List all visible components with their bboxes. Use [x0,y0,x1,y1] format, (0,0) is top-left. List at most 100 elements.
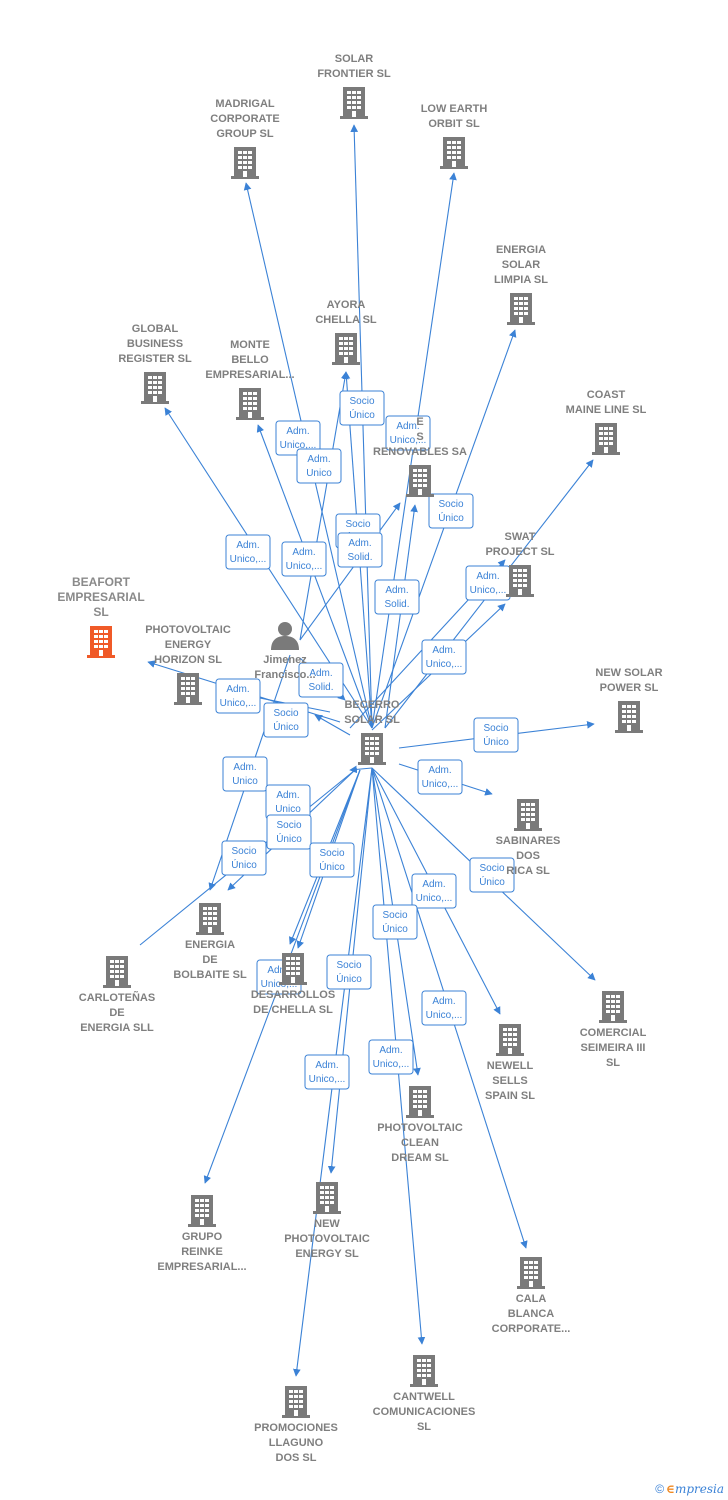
relation-edge [371,329,517,729]
relation-tag[interactable]: Adm.Unico,... [465,565,511,601]
relation-tag[interactable]: Adm.Solid. [298,662,344,698]
node-label: GRUPO [182,1231,223,1243]
node-label: ENERGIA SLL [80,1022,154,1034]
relation-tag-text: Socio [273,708,298,719]
relation-tag-text: Adm. [226,684,249,695]
node-label: DOS SL [276,1452,317,1464]
relation-tag[interactable]: Adm.Unico,... [417,759,463,795]
relation-tag-box [421,990,467,1026]
node-label: SABINARES [496,835,561,847]
relation-tag-text: Socio [349,396,374,407]
building-icon [440,137,468,169]
building-icon [507,293,535,325]
relation-tag[interactable]: Adm.Unico [296,448,342,484]
node-label: MADRIGAL [215,98,275,110]
building-icon [332,333,360,365]
relation-tags-layer: SocioÚnicoAdm.Unico,...Adm.Unico,...Adm.… [215,390,519,1090]
relation-tag[interactable]: Adm.Unico,... [215,678,261,714]
building-icon [236,388,264,420]
relation-tag[interactable]: Adm.Unico,... [368,1039,414,1075]
node-reinke[interactable]: GRUPOREINKEEMPRESARIAL... [157,1195,247,1273]
relation-tag[interactable]: Adm.Unico,... [304,1054,350,1090]
relation-tag-text: Socio [382,910,407,921]
relation-tag-text: Unico [232,776,258,787]
node-person[interactable]: JimenezFrancisco... [254,622,316,681]
node-monte[interactable]: MONTEBELLOEMPRESARIAL... [205,339,295,420]
node-label: SWAT [505,531,536,543]
building-icon [406,1086,434,1118]
node-label: BEAFORT [72,575,131,589]
building-icon [410,1355,438,1387]
relation-tag[interactable]: Adm.Unico,... [225,534,271,570]
node-label: ENERGY SL [295,1248,359,1260]
relation-tag-text: Socio [319,848,344,859]
node-label: E [416,416,423,428]
node-label: EMPRESARIAL... [205,369,294,381]
building-icon [313,1182,341,1214]
relation-tag[interactable]: Adm.Unico,... [421,990,467,1026]
node-label: CALA [516,1293,547,1305]
node-label: FRONTIER SL [317,68,391,80]
relation-tag[interactable]: Adm.Unico,... [385,415,431,451]
relation-tag[interactable]: Adm.Solid. [374,579,420,615]
relation-tag[interactable]: Adm.Unico,... [281,541,327,577]
relation-tag-box [473,717,519,753]
building-icon [279,953,307,985]
relation-tag-box [428,493,474,529]
node-label: ENERGIA [185,939,235,951]
node-label: GROUP SL [216,128,274,140]
relation-tag[interactable]: Adm.Solid. [337,532,383,568]
node-label: NEW [314,1218,340,1230]
node-label: RICA SL [506,865,550,877]
node-label: LIMPIA SL [494,274,548,286]
relation-tag[interactable]: Adm.Unico,... [421,639,467,675]
relation-tag-box [417,759,463,795]
relation-tag-box [421,639,467,675]
relation-tag[interactable]: Adm.Unico,... [411,873,457,909]
relation-tag-box [296,448,342,484]
node-label: LOW EARTH [421,103,488,115]
relation-tag[interactable]: Adm.Unico [265,784,311,820]
node-label: CLEAN [401,1137,439,1149]
node-cala[interactable]: CALABLANCACORPORATE... [492,1257,571,1335]
relation-tag-text: Socio [483,723,508,734]
relation-tag-text: Unico,... [286,561,323,572]
relation-edge [314,714,351,736]
node-label: BUSINESS [127,338,183,350]
relation-tag[interactable]: Adm.Unico [222,756,268,792]
empresia-brand[interactable]: ©∈mpresia [655,1482,724,1496]
